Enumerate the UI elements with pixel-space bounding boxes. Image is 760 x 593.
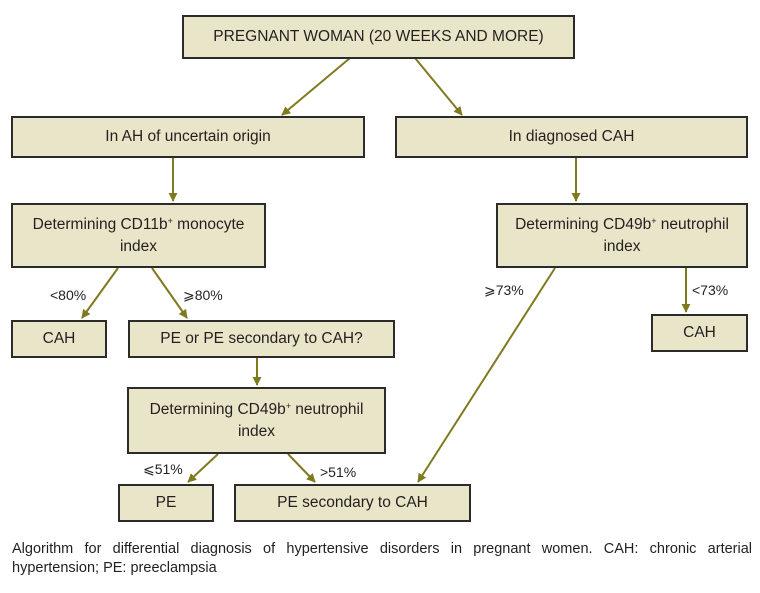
cd11b-index-label: Determining CD11b+ monocyte index: [32, 215, 245, 255]
arrow-cd11b-to-cah: [81, 267, 119, 319]
arrow-cd49b-to-pe-secondary-mid: [287, 453, 316, 483]
cd49b-mid-index-label: Determining CD49b+ neutrophil index: [149, 400, 364, 440]
edge-label-lt80: <80%: [50, 287, 87, 303]
arrow-cd49b-to-pe-secondary: [417, 267, 556, 483]
arrow-root-to-diagnosed: [414, 57, 463, 116]
pe-secondary-node: PE secondary to CAH: [234, 484, 471, 522]
cd49b-right-index-label: Determining CD49b+ neutrophil index: [515, 215, 729, 255]
pe-question-node: PE or PE secondary to CAH?: [128, 320, 395, 358]
pe-secondary-label: PE secondary to CAH: [277, 494, 428, 511]
cd49b-mid-index-node: Determining CD49b+ neutrophil index: [127, 387, 386, 454]
figure-caption: Algorithm for differential diagnosis of …: [12, 541, 752, 576]
cd49b-right-index-node: Determining CD49b+ neutrophil index: [496, 203, 748, 268]
uncertain-origin-label: In AH of uncertain origin: [105, 128, 271, 145]
edge-label-ge80: ⩾80%: [183, 287, 223, 303]
arrow-root-to-uncertain: [281, 57, 351, 116]
cah-right-label: CAH: [683, 324, 716, 341]
cah-left-label: CAH: [42, 330, 76, 347]
pe-node: PE: [118, 484, 214, 522]
diagnosed-cah-node: In diagnosed CAH: [395, 116, 748, 158]
uncertain-origin-node: In AH of uncertain origin: [11, 116, 365, 158]
root-node: PREGNANT WOMAN (20 WEEKS AND MORE): [182, 15, 575, 59]
arrow-cd11b-to-pe-question: [151, 267, 188, 319]
diagnosed-cah-label: In diagnosed CAH: [508, 128, 635, 145]
pe-question-label: PE or PE secondary to CAH?: [160, 330, 363, 347]
cd11b-index-node: Determining CD11b+ monocyte index: [11, 203, 266, 268]
cah-left-node: CAH: [11, 320, 107, 358]
edge-label-lt73: <73%: [692, 282, 729, 298]
root-node-label: PREGNANT WOMAN (20 WEEKS AND MORE): [213, 28, 544, 45]
edge-label-ge73: ⩾73%: [484, 282, 524, 298]
pe-label: PE: [155, 494, 177, 511]
cah-right-node: CAH: [651, 314, 748, 352]
arrow-cd49b-to-pe: [187, 453, 219, 483]
edge-label-gt51: >51%: [320, 464, 357, 480]
edge-label-le51: ⩽51%: [143, 461, 183, 477]
